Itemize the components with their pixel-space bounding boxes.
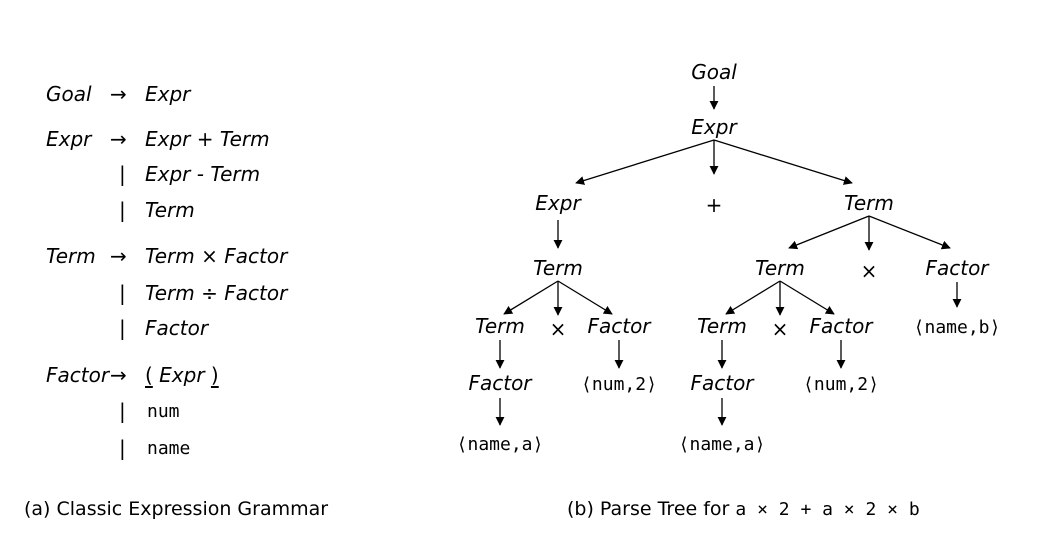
node-factor-right-1: Factor [925, 256, 990, 280]
edge-term-term [788, 215, 870, 250]
right-paren: ) [210, 363, 219, 387]
production-arrow: → [110, 82, 127, 106]
edge-expr-term [713, 139, 853, 185]
node-name-a-2: ⟨name,a⟩ [679, 434, 766, 455]
expr-alt-3: Term [145, 198, 195, 222]
node-term-right-left-left: Term [697, 314, 747, 338]
node-term-left-left: Term [475, 314, 525, 338]
node-times-right-1: × [861, 259, 878, 283]
caption-a: (a) Classic Expression Grammar [24, 498, 329, 520]
goal-rhs: Expr [145, 82, 191, 106]
node-num-left: ⟨num,2⟩ [581, 374, 657, 395]
expr-alt-2: Expr - Term [145, 162, 261, 186]
expr-lhs: Expr [46, 127, 92, 151]
factor-lhs: Factor [46, 363, 110, 387]
node-term-right-left: Term [755, 256, 805, 280]
edge-expr-expr [575, 139, 715, 185]
alternative-bar: | [119, 399, 126, 423]
factor-alt-3: name [147, 438, 191, 459]
edge-term-factor-r2 [779, 280, 835, 315]
factor-alt-2: num [147, 401, 180, 422]
node-factor-right-left-left: Factor [690, 371, 755, 395]
production-arrow: → [110, 127, 127, 151]
term-alt-1: Term × Factor [145, 244, 288, 268]
edge-term-factor [868, 215, 951, 250]
alternative-bar: | [119, 436, 126, 460]
node-times-left: × [550, 317, 567, 341]
caption-b: (b) Parse Tree for a × 2 + a × 2 × b [567, 498, 920, 520]
production-arrow: → [110, 244, 127, 268]
edge-term-factor-l [557, 280, 613, 315]
alternative-bar: | [119, 198, 126, 222]
node-factor-left-left: Factor [468, 371, 533, 395]
tree-edges [495, 86, 962, 426]
node-name-a-1: ⟨name,a⟩ [457, 434, 544, 455]
factor-alt-1: ( Expr ) [145, 364, 219, 386]
node-num-right: ⟨num,2⟩ [803, 374, 879, 395]
edge-term-term-ll [503, 280, 559, 315]
node-name-b: ⟨name,b⟩ [914, 317, 1001, 338]
node-goal: Goal [691, 60, 737, 84]
tree-nodes: Goal Expr Expr + Term Term Term × Factor… [457, 60, 1001, 455]
node-term-right: Term [844, 191, 894, 215]
term-alt-2: Term ÷ Factor [145, 281, 288, 305]
factor-inner-expr: Expr [159, 363, 205, 387]
edge-term-term-rll [725, 280, 781, 315]
node-term-left: Term [533, 256, 583, 280]
node-plus: + [706, 193, 723, 217]
term-alt-3: Factor [145, 316, 209, 340]
caption-b-expression: a × 2 + a × 2 × b [735, 499, 920, 520]
caption-b-prefix: (b) Parse Tree for [567, 498, 730, 520]
node-times-right-2: × [772, 317, 789, 341]
expr-alt-1: Expr + Term [145, 127, 270, 151]
alternative-bar: | [119, 162, 126, 186]
node-factor-left: Factor [587, 314, 652, 338]
node-expr-root: Expr [691, 115, 738, 139]
goal-lhs: Goal [46, 82, 92, 106]
node-expr-left: Expr [535, 191, 582, 215]
term-lhs: Term [46, 244, 96, 268]
left-paren: ( [145, 363, 153, 387]
alternative-bar: | [119, 281, 126, 305]
node-factor-right-2: Factor [809, 314, 874, 338]
alternative-bar: | [119, 316, 126, 340]
production-arrow: → [110, 363, 127, 387]
